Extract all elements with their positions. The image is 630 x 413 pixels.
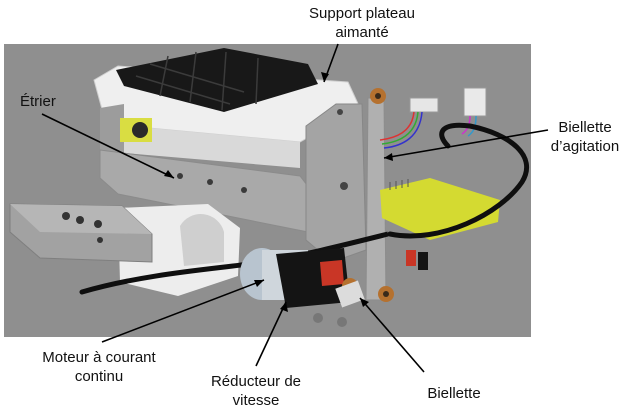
- pivot-screw: [375, 93, 381, 99]
- screw-left: [313, 313, 323, 323]
- leader-reducteur: [255, 301, 287, 367]
- magnet-grid: [135, 51, 259, 111]
- stirrup-hole: [177, 173, 183, 179]
- stirrup-hole: [241, 187, 247, 193]
- gearbox-red-accent: [320, 260, 344, 286]
- leader-etrier: [41, 113, 175, 179]
- label-etrier: Étrier: [20, 93, 56, 110]
- label-moteur-line2: continu: [74, 368, 124, 385]
- label-moteur: Moteur à courant continu: [24, 348, 174, 386]
- leader-biellette-agitation: [383, 129, 549, 159]
- label-reducteur-line2: vitesse: [232, 392, 280, 409]
- bar-hole: [94, 220, 102, 228]
- label-support-line2: aimanté: [335, 24, 389, 41]
- label-support-plateau: Support plateau aimanté: [292, 4, 432, 42]
- label-moteur-line1: Moteur à courant: [42, 349, 156, 366]
- bar-hole: [62, 212, 70, 220]
- connector-left: [409, 97, 439, 113]
- screw-right: [337, 317, 347, 327]
- label-biellette-agitation-line1: Biellette: [558, 119, 612, 136]
- label-support-line1: Support plateau: [309, 5, 415, 22]
- pivot-screw: [383, 291, 389, 297]
- knob: [132, 122, 148, 138]
- vertical-plate: [305, 103, 367, 263]
- label-biellette-agitation-line2: d’agitation: [550, 138, 620, 155]
- crank-piece: [335, 280, 365, 308]
- label-biellette-agitation: Biellette d’agitation: [540, 118, 630, 156]
- label-biellette: Biellette: [427, 385, 481, 402]
- leader-lines: [41, 43, 549, 373]
- stirrup-hole: [207, 179, 213, 185]
- plate-hole: [337, 109, 343, 115]
- red-terminal: [406, 250, 416, 266]
- black-terminal: [418, 252, 428, 270]
- leader-arrowheads: [164, 72, 393, 312]
- pcb-pins: [389, 179, 409, 190]
- white-support-block-side: [106, 124, 300, 168]
- clamp-bore: [180, 214, 224, 266]
- leader-moteur: [101, 279, 265, 343]
- bar-hole: [76, 216, 84, 224]
- label-reducteur-line1: Réducteur de: [210, 373, 302, 390]
- leader-biellette: [359, 297, 425, 373]
- connector-right: [463, 87, 487, 117]
- plate-hole: [340, 182, 348, 190]
- label-reducteur: Réducteur de vitesse: [196, 372, 316, 410]
- bar-hole: [97, 237, 103, 243]
